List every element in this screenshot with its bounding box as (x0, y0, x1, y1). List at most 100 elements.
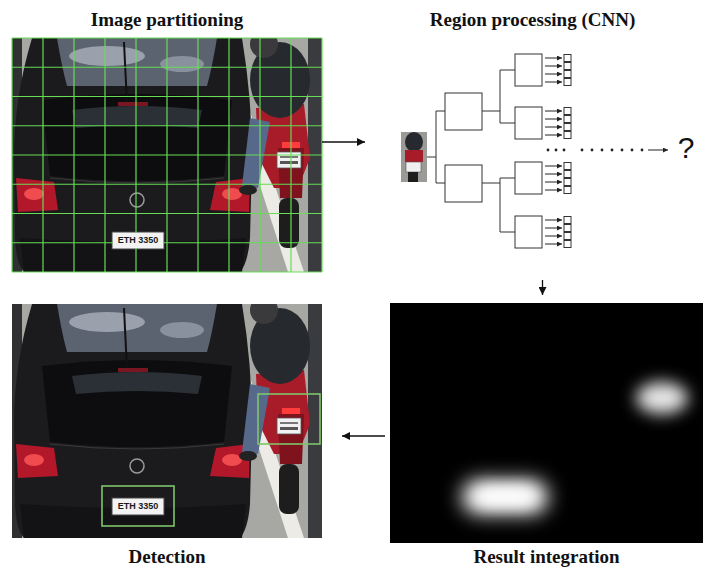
cnn-output-arrows (545, 58, 562, 244)
panel-title: Detection (12, 545, 322, 569)
partition-grid (12, 125, 322, 126)
ellipsis-dots (611, 149, 614, 152)
cnn-layer-box (515, 162, 542, 194)
flow-arrow (342, 435, 385, 436)
cnn-output-arrows (545, 127, 562, 128)
cnn-input-thumbnail (405, 150, 423, 162)
detection-box (258, 394, 320, 444)
license-plate-text: ETH 3350 (113, 499, 163, 514)
cnn-output-arrows (545, 236, 562, 237)
cnn-layer-box (445, 165, 482, 202)
cnn-output-unit (564, 108, 571, 115)
cnn-output-arrows (545, 244, 562, 245)
unknown-output-mark: ? (674, 131, 698, 165)
cnn-output-arrows (545, 135, 562, 136)
cnn-output-unit (564, 233, 571, 240)
cnn-output-arrows (545, 166, 562, 167)
cnn-layer-box (515, 54, 542, 86)
cnn-output-unit (564, 163, 571, 170)
cnn-output-unit (564, 124, 571, 131)
partition-grid (12, 37, 322, 38)
ellipsis-dots (563, 149, 566, 152)
partition-grid (12, 242, 322, 243)
pipeline-panel: Image partitioning (12, 4, 322, 280)
partition-grid (12, 184, 322, 185)
partition-grid (12, 154, 322, 155)
cnn-output-arrows (545, 111, 562, 112)
cnn-output-arrows (545, 66, 562, 67)
cnn-output-unit (564, 187, 571, 194)
cnn-tree-lines (427, 70, 515, 232)
cnn-output-arrows (545, 74, 562, 75)
cnn-output-unit (564, 55, 571, 62)
result-heatmap (636, 382, 688, 414)
result-heatmap (390, 303, 703, 543)
result-heatmap (478, 488, 534, 504)
label-anchor: ETH 3350 (113, 233, 163, 248)
cnn-output-arrows (545, 174, 562, 175)
cnn-layer-box (515, 216, 542, 248)
cnn-output-unit (564, 79, 571, 86)
result-heatmap (462, 480, 548, 514)
cnn-input-thumbnail (401, 132, 427, 182)
flow-arrow (322, 141, 365, 142)
panel-title: Image partitioning (12, 8, 322, 32)
panel-title: Result integration (390, 545, 703, 569)
cnn-output-unit (564, 241, 571, 248)
ellipsis-dots (547, 149, 550, 152)
ellipsis-dots (591, 149, 594, 152)
cnn-layer-box (445, 54, 542, 248)
label-anchor: ETH 3350 (113, 499, 163, 514)
cnn-output-arrows (545, 119, 562, 120)
label-anchor: ? (674, 131, 698, 165)
cnn-output-arrows (545, 220, 562, 221)
cnn-output-unit (564, 71, 571, 78)
partition-grid (12, 271, 322, 272)
cnn-output-unit (564, 179, 571, 186)
cnn-layer-box (445, 93, 482, 130)
cnn-output-arrows (545, 58, 562, 59)
cnn-tree-lines (482, 178, 515, 232)
partition-grid (12, 96, 322, 97)
partition-grid (12, 38, 322, 272)
cnn-tree-lines (427, 111, 445, 183)
cnn-output-arrows (545, 190, 562, 191)
cnn-output-arrows (545, 182, 562, 183)
pipeline-panel: Detection (12, 302, 342, 570)
ellipsis-dots (641, 149, 644, 152)
road-scene-photo (12, 296, 322, 538)
cnn-output-unit (564, 171, 571, 178)
flow-arrow (542, 280, 543, 295)
ellipsis-dots (555, 149, 558, 152)
ellipsis-dots (547, 149, 644, 152)
partition-grid (12, 67, 322, 68)
pipeline-panel: Result integration (385, 295, 703, 571)
result-heatmap (390, 303, 703, 543)
cnn-input-thumbnail (406, 162, 421, 172)
cnn-tree-lines (482, 70, 515, 123)
output-arrow (648, 150, 668, 151)
cnn-output-arrows (545, 228, 562, 229)
partition-grid (12, 213, 322, 214)
cnn-layer-box (515, 107, 542, 139)
cnn-output-unit (564, 116, 571, 123)
ellipsis-dots (621, 149, 624, 152)
cnn-output-unit (564, 225, 571, 232)
ellipsis-dots (631, 149, 634, 152)
cnn-output-arrows (545, 82, 562, 83)
cnn-input-thumbnail (401, 132, 427, 182)
pipeline-panel: Region processing (CNN) (365, 4, 700, 280)
cnn-output-unit (564, 132, 571, 139)
ellipsis-dots (601, 149, 604, 152)
cnn-output-unit (564, 63, 571, 70)
cnn-output-unit (564, 55, 571, 248)
cnn-input-thumbnail (405, 132, 423, 152)
cnn-input-thumbnail (408, 172, 418, 182)
detection-box (102, 486, 174, 526)
detection-box (102, 394, 320, 526)
panel-title: Region processing (CNN) (365, 8, 700, 32)
